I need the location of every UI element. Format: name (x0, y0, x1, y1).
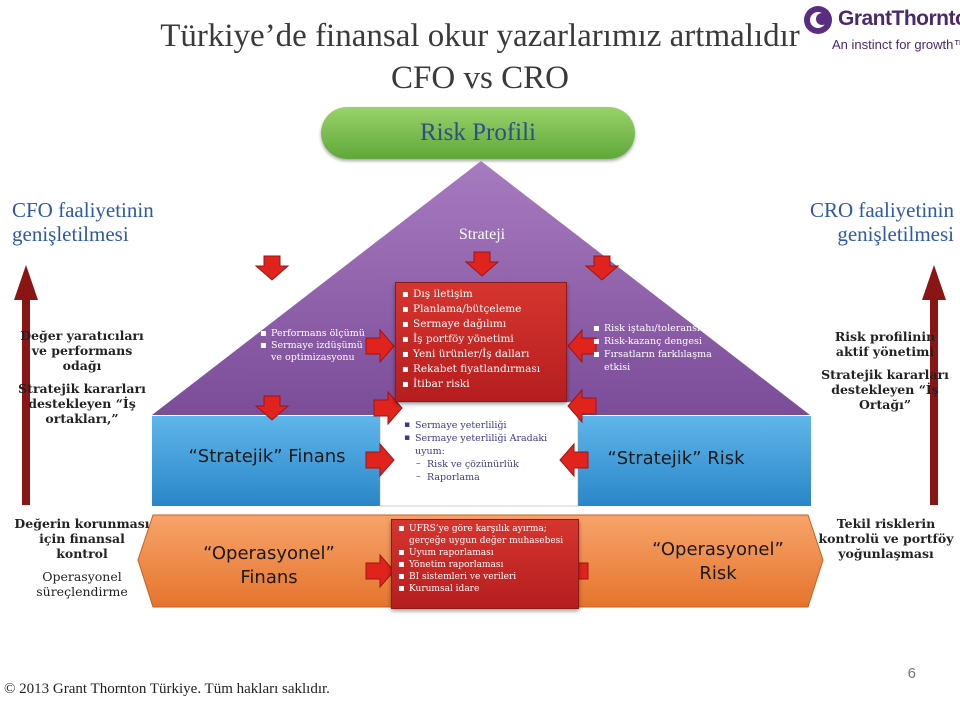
arrow-down-left-2 (254, 395, 290, 421)
lower-center-sublist: Risk ve çözünürlük Raporlama (404, 458, 576, 484)
strategic-finance-label: “Stratejik” Finans (188, 446, 346, 467)
left-triangle-list: Performans ölçümü Sermaye izdüşümü ve op… (260, 328, 370, 364)
list-item: İtibar riski (402, 377, 560, 392)
list-item: Sermaye dağılımı (402, 317, 560, 332)
right-triangle-list: Risk iştahı/toleransı Risk-kazanç denges… (593, 322, 723, 374)
strategic-finance-block (152, 416, 380, 506)
left-up-arrow (14, 265, 38, 505)
list-item: Kurumsal idare (398, 583, 572, 595)
lower-center-content: Sermaye yeterliliği Sermaye yeterliliği … (404, 419, 576, 484)
bottom-list: UFRS’ye göre karşılık ayırma; gerçeğe uy… (398, 523, 572, 595)
list-item: Performans ölçümü (260, 328, 370, 340)
left-upper-text: Değer yaratıcıları ve performans odağı S… (18, 328, 146, 426)
list-item: Sermaye izdüşümü ve optimizasyonu (260, 340, 370, 364)
list-item: UFRS’ye göre karşılık ayırma; gerçeğe uy… (398, 523, 572, 547)
list-item: Dış iletişim (402, 287, 560, 302)
center-list: Dış iletişim Planlama/bütçeleme Sermaye … (402, 287, 560, 392)
list-item: Planlama/bütçeleme (402, 302, 560, 317)
list-item: BI sistemleri ve verileri (398, 571, 572, 583)
strategic-risk-label: “Stratejik” Risk (607, 448, 745, 469)
title-line-1: Türkiye’de finansal okur yazarlarımız ar… (160, 18, 800, 54)
list-item: Risk iştahı/toleransı (593, 322, 723, 335)
operational-risk-label: “Operasyonel”Risk (652, 539, 784, 584)
left-lower-text: Değerin korunması için finansal kontrol … (14, 516, 150, 599)
lower-center-list: Sermaye yeterliliği Sermaye yeterliliği … (404, 419, 576, 458)
arrow-right-4 (365, 553, 395, 589)
copyright-footer: © 2013 Grant Thornton Türkiye. Tüm hakla… (4, 681, 330, 697)
arrow-down-right (584, 255, 620, 281)
logo-swirl-icon (804, 6, 832, 34)
list-item: Yönetim raporlaması (398, 559, 572, 571)
list-item: Fırsatların farklılaşma etkisi (593, 348, 723, 374)
page-number: 6 (907, 665, 916, 682)
right-lower-text: Tekil risklerin kontrolü ve portföy yoğu… (818, 516, 954, 561)
list-item: Sermaye yeterliliği (404, 419, 576, 432)
risk-profile-pill: Risk Profili (321, 107, 635, 159)
operational-finance-label: “Operasyonel”Finans (203, 543, 335, 588)
right-upper-text: Risk profilinin aktif yönetimi Stratejik… (821, 329, 949, 412)
strategy-label: Strateji (458, 226, 506, 243)
list-item: Risk-kazanç dengesi (593, 335, 723, 348)
arrow-right-3 (365, 442, 395, 478)
title-line-2: CFO vs CRO (391, 60, 569, 96)
arrow-down-center (464, 251, 500, 277)
list-item: İş portföy yönetimi (402, 332, 560, 347)
arrow-down-left (254, 255, 290, 281)
bottom-red-box: UFRS’ye göre karşılık ayırma; gerçeğe uy… (391, 519, 579, 609)
list-item: Yeni ürünler/İş dalları (402, 347, 560, 362)
list-item: Risk ve çözünürlük (416, 458, 576, 471)
list-item: Sermaye yeterliliği Aradaki uyum: (404, 432, 576, 458)
list-item: Raporlama (416, 471, 576, 484)
center-red-box: Dış iletişim Planlama/bütçeleme Sermaye … (395, 282, 567, 402)
arrow-left-2 (567, 388, 597, 424)
list-item: Rekabet fiyatlandırması (402, 362, 560, 377)
side-arrows (14, 265, 946, 505)
strategic-risk-block (577, 416, 811, 506)
logo-tagline: An instinct for growth™ (832, 37, 960, 52)
list-item: Uyum raporlaması (398, 547, 572, 559)
right-up-arrow (922, 265, 946, 505)
